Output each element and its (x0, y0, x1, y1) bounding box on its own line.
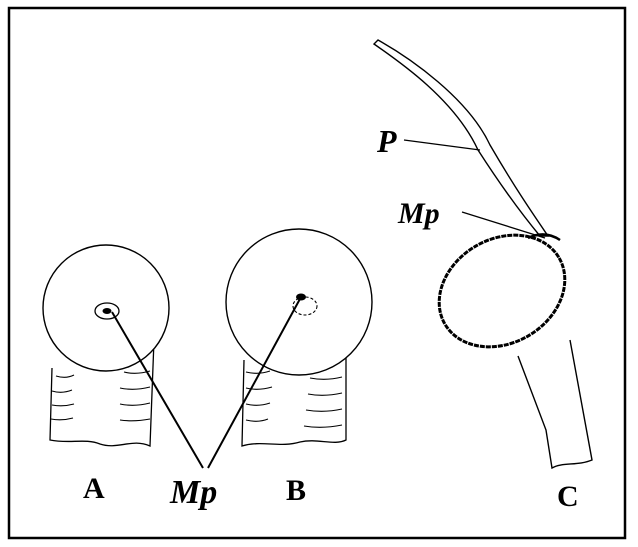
panel-a-micropyle-ring (94, 302, 120, 320)
panel-b-stalk (241, 350, 347, 447)
label-panel-b: B (286, 474, 306, 507)
mp-c-leader-line (461, 211, 546, 239)
panel-b (225, 228, 373, 447)
panel-a-egg-disc (42, 244, 170, 372)
panel-a-stalk (49, 339, 155, 447)
label-p: P (376, 123, 397, 159)
figure-frame (7, 6, 627, 540)
mp-shared-leader-lines (111, 296, 302, 469)
label-mp-c: Mp (397, 197, 440, 230)
label-mp-shared: Mp (169, 474, 217, 511)
panel-a-stalk-rings (50, 354, 151, 422)
panel-c (372, 39, 593, 470)
panel-c-micropyle (527, 233, 561, 242)
panel-a (42, 244, 170, 447)
label-panel-a: A (83, 472, 105, 505)
panel-b-micropyle-ring (292, 296, 318, 316)
panel-b-stalk-rings (245, 370, 343, 428)
panel-c-stalk (517, 339, 593, 470)
p-leader-line (403, 139, 481, 151)
panel-c-egg (437, 233, 567, 349)
label-panel-c: C (557, 480, 579, 513)
panel-a-micropyle (102, 308, 112, 314)
